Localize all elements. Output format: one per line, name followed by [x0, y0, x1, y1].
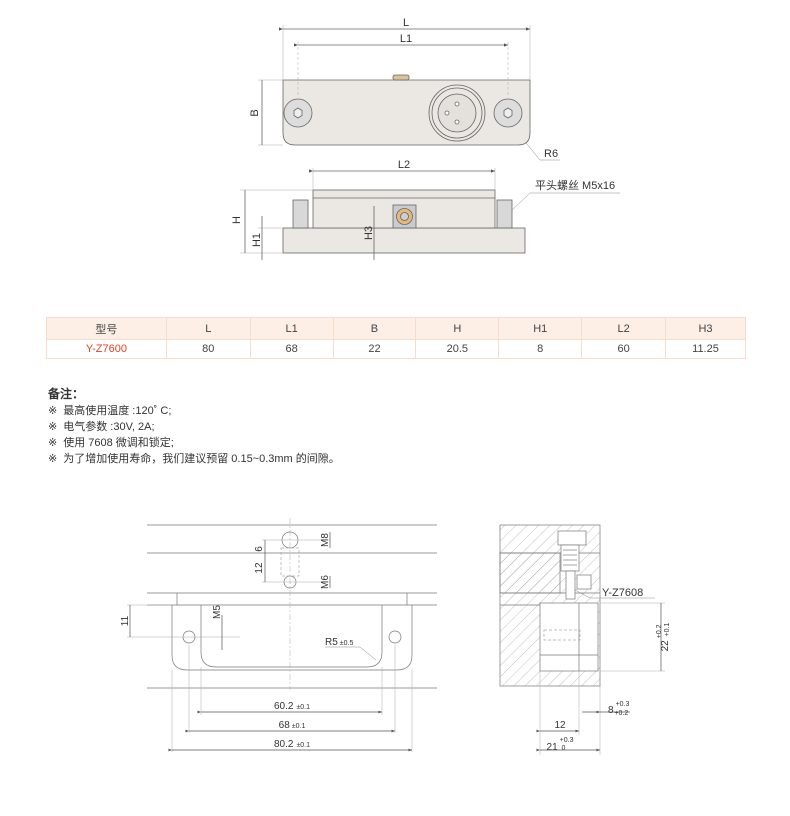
header-H1: H1 [498, 317, 583, 340]
dim-H1: H1 [251, 233, 263, 247]
dim-6: 6 [254, 546, 265, 552]
dim-12-section: 12 [554, 720, 566, 731]
header-L: L [165, 317, 251, 340]
cell-H3: 11.25 [665, 339, 746, 359]
dim-68: 68±0.1 [279, 720, 306, 731]
cell-H1: 8 [498, 339, 583, 359]
note-bullet: ※ [48, 421, 58, 433]
dim-M6: M6 [320, 575, 331, 589]
header-L1: L1 [249, 317, 334, 340]
dim-80-2: 80.2±0.1 [274, 739, 310, 750]
side-view [240, 168, 620, 260]
cell-L: 80 [165, 339, 251, 359]
dim-12: 12 [254, 562, 265, 574]
install-section-view [499, 524, 665, 755]
dim-R6: R6 [544, 148, 558, 160]
note-bullet: ※ [48, 405, 58, 417]
dim-H: H [231, 216, 243, 224]
notes-title: 备注： [48, 387, 85, 401]
cell-L1: 68 [249, 339, 334, 359]
header-H: H [415, 317, 500, 340]
dim-M8: M8 [320, 533, 331, 547]
header-model: 型号 [46, 317, 167, 340]
dim-B: B [249, 109, 261, 116]
dim-H3: H3 [363, 226, 375, 240]
note-bullet: ※ [48, 437, 58, 449]
part-label-Y-Z7608: Y-Z7608 [602, 587, 643, 599]
notes: 备注： ※最高使用温度 :120˚ C; ※电气参数 :30V, 2A; ※使用… [48, 386, 340, 467]
cell-L2: 60 [581, 339, 667, 359]
header-B: B [332, 317, 417, 340]
install-front-view [127, 518, 437, 752]
cell-model: Y-Z7600 [46, 339, 167, 359]
dim-11: 11 [120, 615, 131, 626]
cell-B: 22 [332, 339, 417, 359]
note-item: ※电气参数 :30V, 2A; [48, 421, 155, 433]
dim-8: 8+0.3+0.2 [608, 701, 629, 717]
dim-22: 22+0.2+0.1 [656, 623, 671, 652]
note-item: ※使用 7608 微调和锁定; [48, 437, 174, 449]
note-bullet: ※ [48, 453, 58, 465]
spec-table: 型号 L L1 B H H1 L2 H3 Y-Z7600 80 68 22 20… [46, 317, 746, 359]
dim-M5: M5 [212, 605, 223, 619]
dim-L2: L2 [398, 159, 410, 171]
dim-L1: L1 [400, 33, 412, 45]
note-item: ※为了增加使用寿命，我们建议预留 0.15~0.3mm 的间隙。 [48, 453, 340, 465]
note-item: ※最高使用温度 :120˚ C; [48, 405, 172, 417]
header-H3: H3 [665, 317, 746, 340]
dim-60-2: 60.2±0.1 [274, 701, 310, 712]
table-header-row: 型号 L L1 B H H1 L2 H3 [46, 317, 746, 340]
dim-L: L [403, 17, 409, 29]
header-L2: L2 [581, 317, 667, 340]
screw-label: 平头螺丝 M5x16 [535, 179, 615, 192]
dim-R5: R5±0.5 [325, 637, 353, 648]
table-row: Y-Z7600 80 68 22 20.5 8 60 11.25 [46, 339, 746, 359]
cell-H: 20.5 [415, 339, 500, 359]
top-view [258, 25, 560, 161]
